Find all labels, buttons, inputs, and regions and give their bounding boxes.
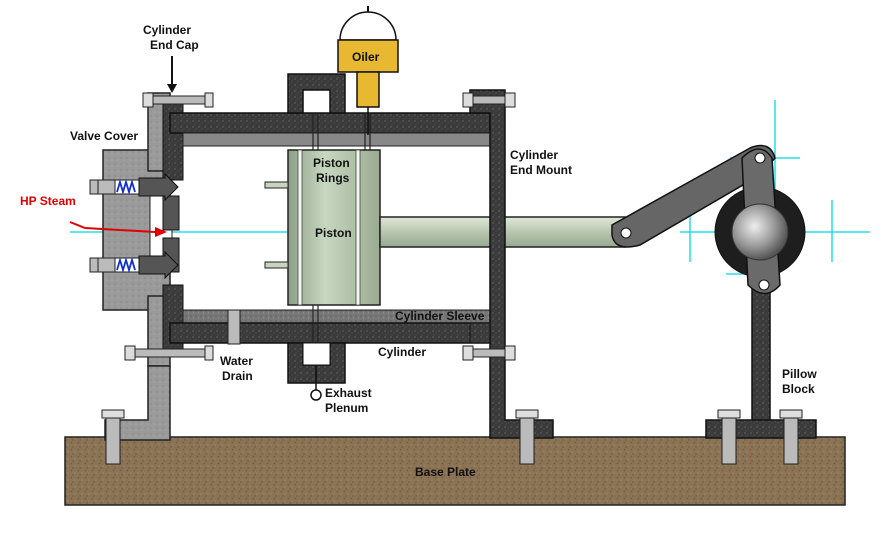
labels: Cylinder End Cap Valve Cover HP Steam Oi… — [20, 23, 817, 479]
label-water-drain-1: Water — [220, 354, 253, 368]
label-cylinder-end-mount-2: End Mount — [510, 163, 572, 177]
label-oiler: Oiler — [352, 50, 380, 64]
bolt-pillow-left — [717, 409, 741, 465]
label-hp-steam: HP Steam — [20, 194, 76, 208]
label-base-plate: Base Plate — [415, 465, 476, 479]
bolt-valve-cover-bottom — [89, 257, 99, 273]
label-piston-rings-1: Piston — [313, 156, 350, 170]
cylinder-walls — [169, 112, 491, 344]
label-pillow-block-1: Pillow — [782, 367, 817, 381]
bolt-base-mount — [515, 409, 539, 465]
bolts — [89, 92, 803, 465]
end-cap-pointer — [167, 56, 177, 93]
bolt-water-drain — [227, 309, 241, 345]
label-exhaust-plenum-2: Plenum — [325, 401, 368, 415]
label-cylinder-end-cap-1: Cylinder — [143, 23, 191, 37]
label-cylinder: Cylinder — [378, 345, 426, 359]
crank-ball — [731, 203, 789, 261]
oiler — [337, 6, 399, 135]
label-pillow-block-2: Block — [782, 382, 815, 396]
label-water-drain-2: Drain — [222, 369, 253, 383]
bolt-end-cap-top — [142, 92, 214, 108]
bolt-valve-cover-top — [89, 179, 99, 195]
top-port-housing — [287, 73, 346, 114]
exhaust-port — [302, 342, 331, 366]
bolt-end-cap-bottom — [124, 345, 214, 361]
label-piston: Piston — [315, 226, 352, 240]
hp-steam-arrow — [69, 221, 167, 237]
oiler-feed-lines — [312, 113, 371, 343]
label-valve-cover: Valve Cover — [70, 129, 138, 143]
label-cylinder-sleeve: Cylinder Sleeve — [395, 309, 485, 323]
label-exhaust-plenum-1: Exhaust — [325, 386, 372, 400]
piston — [264, 149, 381, 306]
crank-pin-top — [754, 152, 766, 164]
bolt-pillow-right — [779, 409, 803, 465]
label-piston-rings-2: Rings — [316, 171, 350, 185]
bolt-end-mount-bottom — [462, 345, 516, 361]
wrist-pin — [620, 227, 632, 239]
label-cylinder-end-cap-2: End Cap — [150, 38, 199, 52]
crank-pin-bottom — [758, 279, 770, 291]
crank-assembly — [611, 144, 806, 295]
valve-spring-bottom — [94, 250, 179, 280]
label-cylinder-end-mount-1: Cylinder — [510, 148, 558, 162]
bolt-end-mount-top — [462, 92, 516, 108]
bolt-base-left — [101, 409, 125, 465]
base-plate — [64, 436, 846, 506]
exhaust-drain-valve — [310, 389, 322, 401]
